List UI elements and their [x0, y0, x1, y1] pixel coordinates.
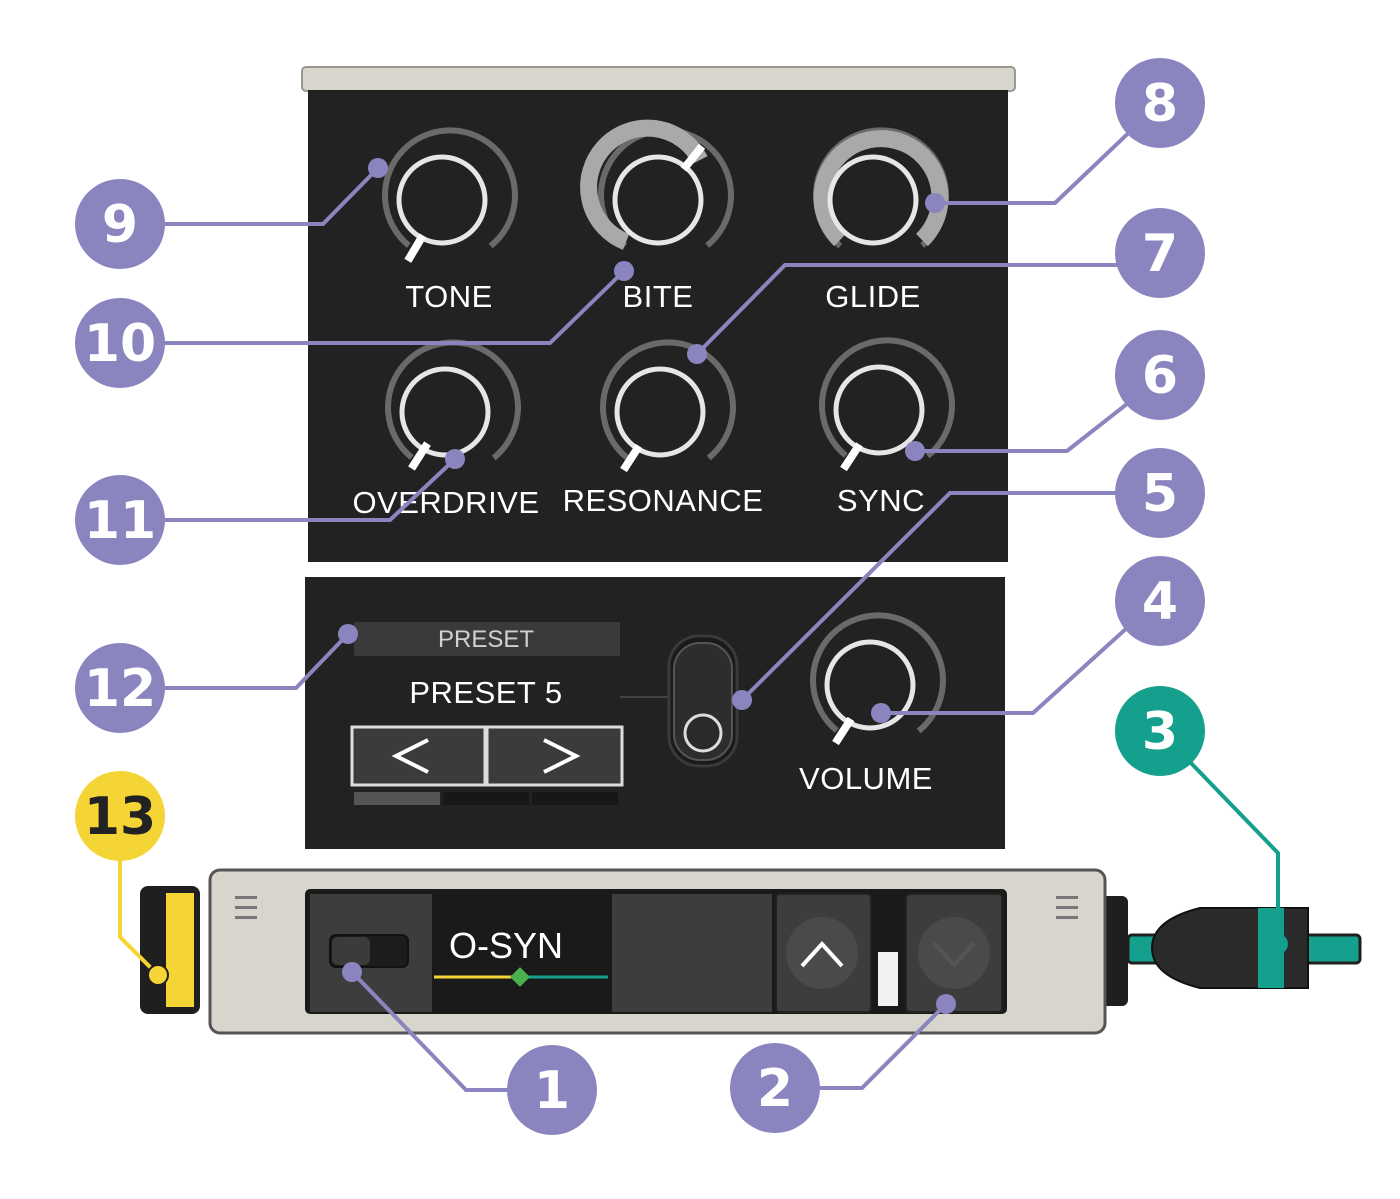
module-name: O-SYN [449, 925, 563, 966]
chevron-right-icon [543, 738, 581, 774]
callout-10: 10 [75, 298, 165, 388]
volume-knob[interactable] [810, 612, 946, 746]
sync-knob[interactable] [819, 337, 955, 472]
top-rail [301, 66, 1016, 92]
svg-text:4: 4 [1142, 572, 1178, 632]
tone-label: TONE [405, 279, 493, 314]
preset-page-indicator-2 [443, 792, 529, 805]
hamburger-icon[interactable] [1056, 896, 1078, 919]
signal-diamond [510, 967, 530, 987]
chevron-left-icon [391, 738, 429, 774]
module-output-jack-body [1100, 896, 1128, 1006]
svg-text:5: 5 [1142, 464, 1178, 524]
bite-label: BITE [623, 279, 694, 314]
bite-knob[interactable] [580, 119, 734, 250]
callout-13: 13 [75, 771, 165, 861]
callout-9: 9 [75, 179, 165, 269]
module-input-jack-ring [166, 893, 194, 1007]
callout-4: 4 [1115, 556, 1205, 646]
hamburger-icon[interactable] [235, 896, 257, 919]
resonance-knob[interactable] [600, 339, 736, 473]
callout-2: 2 [730, 1043, 820, 1133]
power-switch-knob [332, 937, 370, 965]
leader-dots [147, 158, 1288, 1014]
callout-11: 11 [75, 475, 165, 565]
callout-3: 3 [1115, 686, 1205, 776]
overdrive-label: OVERDRIVE [352, 485, 539, 520]
svg-text:3: 3 [1142, 702, 1178, 762]
preset-header-bar [354, 622, 620, 656]
callout-1: 1 [507, 1045, 597, 1135]
svg-text:2: 2 [757, 1059, 793, 1119]
volume-label: VOLUME [799, 761, 933, 796]
scroll-indicator [878, 952, 898, 1006]
svg-text:8: 8 [1142, 74, 1178, 134]
preset-next-button[interactable] [485, 725, 624, 787]
svg-text:7: 7 [1142, 224, 1178, 284]
callout-6: 6 [1115, 330, 1205, 420]
preset-header: PRESET [438, 626, 534, 653]
callout-8: 8 [1115, 58, 1205, 148]
svg-text:6: 6 [1142, 346, 1178, 406]
sync-label: SYNC [837, 483, 925, 518]
svg-text:10: 10 [84, 314, 156, 374]
leader-lines [118, 101, 1280, 1092]
preset-page-indicator-3 [532, 792, 618, 805]
svg-text:1: 1 [534, 1061, 570, 1121]
chevron-up-icon [800, 941, 844, 968]
display-area [612, 894, 772, 1012]
preset-prev-button[interactable] [350, 725, 487, 787]
svg-text:13: 13 [84, 787, 156, 847]
resonance-label: RESONANCE [563, 483, 764, 518]
callout-5: 5 [1115, 448, 1205, 538]
chevron-down-icon [932, 941, 976, 968]
callout-7: 7 [1115, 208, 1205, 298]
svg-text:9: 9 [102, 195, 138, 255]
preset-page-indicator-1 [354, 792, 440, 805]
svg-text:12: 12 [84, 659, 156, 719]
mode-toggle[interactable] [667, 634, 739, 768]
svg-text:11: 11 [84, 491, 156, 551]
knob-panel [308, 90, 1008, 562]
glide-label: GLIDE [825, 279, 921, 314]
callout-12: 12 [75, 643, 165, 733]
tone-knob[interactable] [382, 127, 518, 263]
preset-value: PRESET 5 [409, 675, 562, 710]
